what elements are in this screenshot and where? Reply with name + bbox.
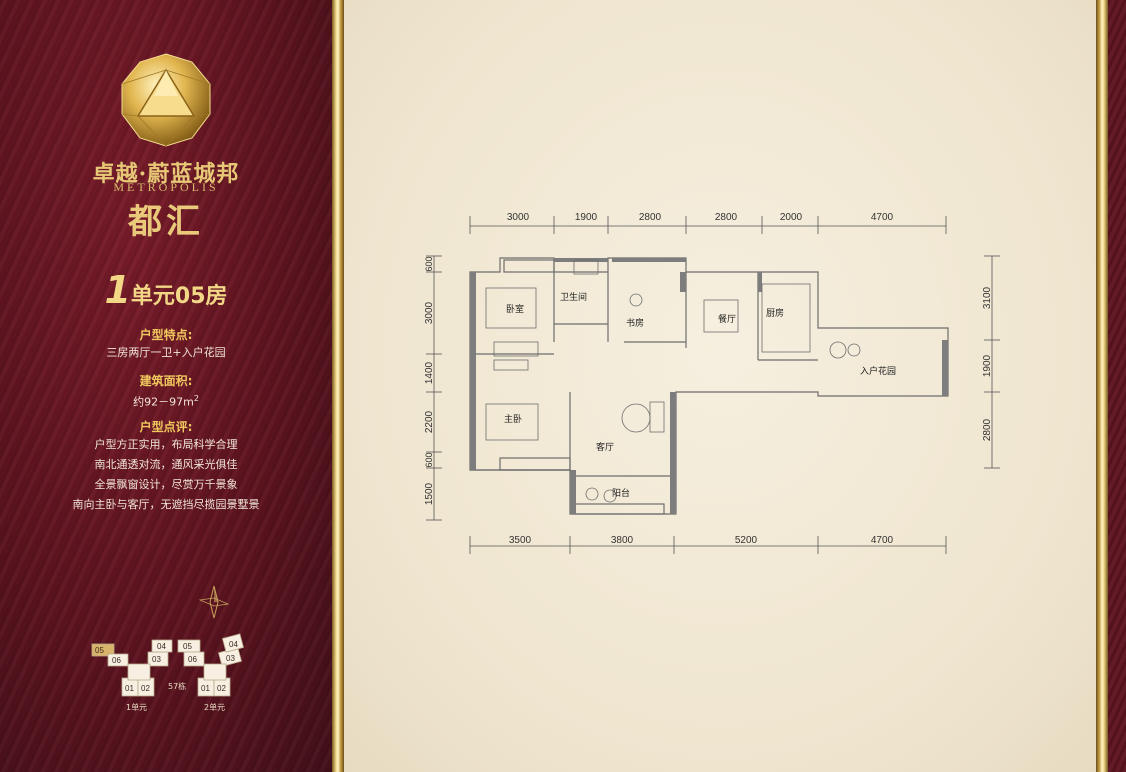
features-heading: 户型特点: (139, 328, 193, 342)
left-dim: 3000 (424, 301, 435, 324)
site-unit-06b (183, 651, 205, 667)
right-dim: 2800 (982, 418, 993, 441)
room-living: 客厅 (596, 441, 614, 452)
review-block: 户型点评: 户型方正实用，布局科学合理 南北通透对流，通风采光俱佳 全景飘窗设计… (0, 418, 332, 515)
site-label: 03 (226, 654, 235, 663)
site-label: 04 (229, 640, 238, 649)
review-heading: 户型点评: (139, 420, 193, 434)
brand-subtitle: 都汇 (128, 202, 204, 242)
left-dim: 1500 (424, 482, 435, 505)
area-text: 约92－97m2 (133, 394, 199, 409)
compass-icon (198, 585, 230, 619)
area-block: 建筑面积: 约92－97m2 (0, 372, 332, 413)
left-dim: 2200 (424, 410, 435, 433)
site-label: 04 (157, 642, 166, 651)
area-heading: 建筑面积: (139, 374, 193, 388)
site-label: 02 (217, 684, 226, 693)
site-unit-05 (91, 643, 115, 657)
site-unit-06 (107, 653, 129, 667)
room-study: 书房 (626, 317, 644, 328)
site-unit1-label: 1单元 (126, 702, 147, 712)
bottom-dim: 4700 (871, 535, 894, 546)
left-dim: 600 (424, 452, 434, 467)
review-line: 全景飘窗设计，尽赏万千景象 (94, 478, 238, 491)
site-label: 03 (152, 655, 161, 664)
right-dim: 1900 (982, 354, 993, 377)
top-dim: 3000 (507, 212, 530, 223)
features-block: 户型特点: 三房两厅一卫+入户花园 (0, 326, 332, 363)
bottom-dim: 3500 (509, 535, 532, 546)
site-unit-04b (222, 633, 244, 653)
gold-divider-left (332, 0, 344, 772)
top-dim: 2000 (780, 212, 803, 223)
room-garden: 入户花园 (860, 365, 896, 376)
room-dining: 餐厅 (718, 313, 736, 324)
top-dim: 1900 (575, 212, 598, 223)
review-line: 户型方正实用，布局科学合理 (94, 438, 238, 451)
site-label: 01 (125, 684, 134, 693)
brand-name-en: METROPOLIS (113, 180, 219, 194)
right-dim: 3100 (982, 286, 993, 309)
room-bathroom: 卫生间 (560, 291, 587, 302)
unit-title: 1单元05房 (0, 268, 332, 312)
site-unit2-label: 2单元 (204, 702, 225, 712)
brand-name-cn: 卓越·蔚蓝城邦 (92, 161, 240, 187)
room-master-bedroom: 主卧 (504, 413, 522, 424)
site-label: 05 (95, 646, 104, 655)
room-balcony: 阳台 (612, 487, 630, 498)
site-map: 05 06 03 04 05 06 03 04 01 02 01 02 57栋 … (91, 633, 244, 712)
site-label: 06 (112, 656, 121, 665)
features-text: 三房两厅一卫+入户花园 (106, 346, 226, 359)
room-kitchen: 厨房 (766, 307, 784, 318)
site-label: 06 (188, 655, 197, 664)
right-strip (1108, 0, 1126, 772)
top-dim: 4700 (871, 212, 894, 223)
unit-title-rest: 单元05房 (130, 284, 228, 309)
site-label: 05 (183, 642, 192, 651)
site-label: 01 (201, 684, 210, 693)
top-dim: 2800 (639, 212, 662, 223)
review-line: 南北通透对流，通风采光俱佳 (94, 458, 238, 471)
gold-divider-right (1096, 0, 1108, 772)
left-dim: 1400 (424, 361, 435, 384)
room-bedroom: 卧室 (506, 303, 524, 314)
bottom-dim: 5200 (735, 535, 758, 546)
floor-plan: 3000 1900 2800 2800 2000 4700 3500 3800 … (424, 212, 1000, 554)
plan-paper (344, 0, 1096, 772)
site-label: 02 (141, 684, 150, 693)
bottom-dim: 3800 (611, 535, 634, 546)
left-dim: 600 (424, 256, 434, 271)
top-dim: 2800 (715, 212, 738, 223)
site-building-label: 57栋 (168, 681, 186, 691)
unit-title-number: 1 (104, 268, 131, 312)
diamond-logo-icon (121, 53, 211, 147)
site-unit-04 (151, 639, 173, 653)
review-line: 南向主卧与客厅，无遮挡尽揽园景墅景 (72, 498, 260, 511)
